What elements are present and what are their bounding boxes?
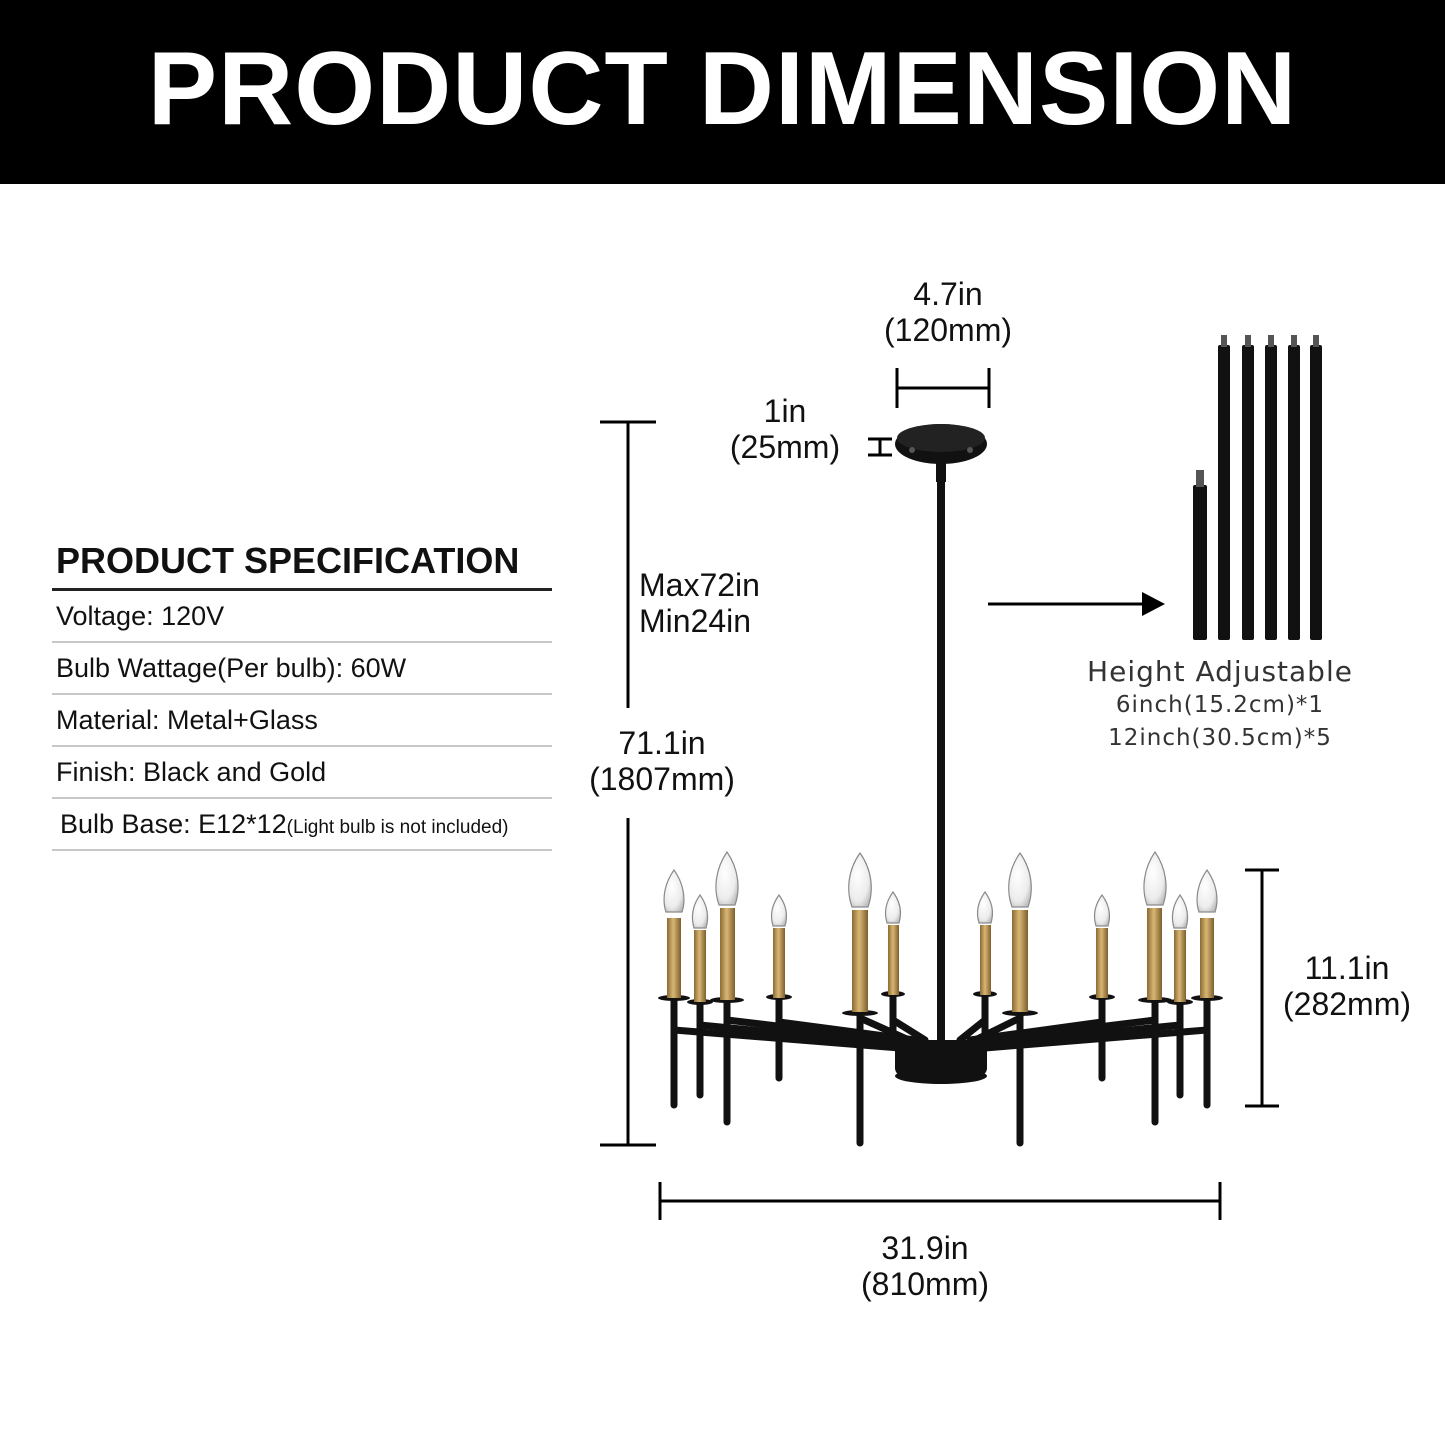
downrod (937, 478, 945, 1060)
rod-range-label: Max72in Min24in (639, 567, 760, 639)
width-label: 31.9in (810mm) (845, 1230, 1005, 1302)
spec-material: Material: Metal+Glass (56, 705, 318, 735)
body-height-dimension-line (1245, 868, 1279, 1108)
canopy-width-label: 4.7in (120mm) (868, 276, 1028, 348)
spec-title: PRODUCT SPECIFICATION (52, 540, 552, 591)
height-adjustable-line-1: 6inch(15.2cm)*1 (1115, 692, 1325, 718)
spec-bulb-note: (Light bulb is not included) (286, 817, 509, 838)
gold-candle-sleeves (667, 908, 1214, 1012)
spec-row-voltage: Voltage: 120V (52, 591, 552, 643)
page-title: PRODUCT DIMENSION (147, 30, 1298, 147)
total-height-label: 71.1in (1807mm) (572, 725, 752, 797)
spec-row-finish: Finish: Black and Gold (52, 747, 552, 799)
arrow-icon (988, 592, 1165, 616)
canopy-height-imperial: 1in (763, 393, 807, 429)
total-height-metric: (1807mm) (589, 761, 735, 797)
spec-voltage: Voltage: 120V (56, 601, 225, 631)
body-height-metric: (282mm) (1282, 986, 1411, 1022)
height-adjustable-line-2: 12inch(30.5cm)*5 (1108, 725, 1332, 751)
total-height-dimension-line (600, 420, 656, 1147)
rod-max: Max72in (639, 567, 760, 603)
body-height-imperial: 11.1in (1304, 950, 1390, 986)
width-dimension-line (658, 1182, 1222, 1220)
body-height-label: 11.1in (282mm) (1272, 950, 1422, 1022)
candle-stems (670, 991, 1211, 1147)
rod-min: Min24in (639, 603, 752, 639)
spec-row-bulb-base: Bulb Base: E12*12(Light bulb is not incl… (52, 799, 552, 851)
spec-bulb-base: Bulb Base: E12*12 (60, 809, 287, 839)
canopy-width-imperial: 4.7in (913, 276, 983, 312)
product-specification-table: PRODUCT SPECIFICATION Voltage: 120V Bulb… (52, 540, 552, 851)
height-adjustable-title: Height Adjustable (1087, 655, 1353, 688)
spec-wattage: Bulb Wattage(Per bulb): 60W (56, 653, 407, 683)
canopy-height-label: 1in (25mm) (715, 393, 855, 465)
canopy-width-metric: (120mm) (883, 312, 1012, 348)
width-imperial: 31.9in (881, 1230, 969, 1266)
extension-rods (1193, 335, 1322, 640)
canopy-height-metric: (25mm) (729, 429, 841, 465)
center-hub (895, 1040, 987, 1084)
total-height-imperial: 71.1in (618, 725, 706, 761)
width-metric: (810mm) (860, 1266, 989, 1302)
spec-row-material: Material: Metal+Glass (52, 695, 552, 747)
canopy-width-dimension-line (895, 368, 991, 408)
bulbs (663, 850, 1218, 929)
spec-row-wattage: Bulb Wattage(Per bulb): 60W (52, 643, 552, 695)
canopy-height-dimension-line (868, 437, 892, 457)
spec-finish: Finish: Black and Gold (56, 757, 327, 787)
height-adjustable-block: Height Adjustable 6inch(15.2cm)*1 12inch… (1050, 655, 1390, 755)
header-banner: PRODUCT DIMENSION (0, 0, 1445, 184)
canopy (895, 424, 987, 482)
